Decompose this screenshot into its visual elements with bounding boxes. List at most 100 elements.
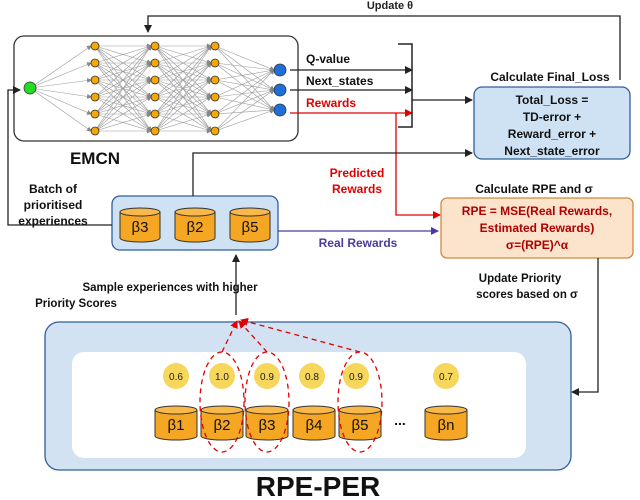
emcn-title: EMCN (70, 149, 120, 168)
nn-hidden-node (150, 75, 160, 85)
cylinder-top (338, 405, 382, 415)
priority-score-6: 0.7 (433, 363, 459, 389)
nn-connection (29, 62, 92, 89)
cylinder-label: β3 (132, 219, 149, 236)
update-priority-line2: scores based on σ (476, 289, 578, 301)
cylinder-label: β2 (187, 219, 204, 236)
cylinder-top (174, 207, 216, 217)
nn-connection (94, 45, 152, 115)
nn-output-node (273, 63, 287, 77)
buffer-cylinder-4: β4 (292, 405, 336, 441)
cylinder-top (245, 405, 289, 415)
nn-connection (29, 45, 92, 89)
nn-hidden-node (210, 58, 220, 68)
sample-flow: Sample experiences with higher Priority … (35, 254, 258, 315)
nn-hidden-node (90, 126, 100, 136)
nn-connection (154, 112, 212, 132)
nn-connection (214, 108, 275, 132)
batch-buffer-1: β3 (119, 207, 161, 243)
priority-value: 0.9 (349, 372, 363, 383)
nn-connection (214, 69, 275, 98)
nn-connection (154, 79, 212, 132)
batch-line2: prioritised (24, 198, 83, 212)
nn-connection (154, 96, 212, 132)
final-loss-line4: Next_state_error (504, 144, 600, 158)
cylinder-label: β5 (242, 219, 259, 236)
nn-connection (214, 45, 275, 91)
priority-coin (254, 363, 280, 389)
nn-connection (214, 45, 275, 71)
cylinder-body (245, 409, 289, 441)
update-theta-loop: Update θ (144, 0, 621, 80)
update-priority-flow: Update Priority scores based on σ (476, 258, 599, 396)
final-loss-line3: Reward_error + (508, 127, 596, 141)
batch-buffer-2: β2 (174, 207, 216, 243)
nn-hidden-node (90, 41, 100, 51)
rpe-per-title: RPE-PER (256, 471, 380, 500)
cylinder-label: βn (438, 417, 455, 434)
nn-connection (29, 78, 92, 89)
nn-hidden-node (90, 92, 100, 102)
buffer-cylinder-6: βn (424, 405, 468, 441)
priority-score-5: 0.9 (343, 363, 369, 389)
cylinder-top (292, 405, 336, 415)
batch-line3: experiences (18, 214, 88, 228)
cylinder-top (154, 405, 198, 415)
predicted-rewards-line2: Rewards (332, 182, 382, 196)
cylinder-body (338, 409, 382, 441)
cylinder-label: β3 (259, 417, 276, 434)
nn-connection (214, 89, 275, 115)
rpe-per-inner-box (72, 352, 526, 458)
nn-connection (214, 89, 275, 132)
nn-connection (214, 68, 275, 81)
emcn-box (13, 35, 299, 142)
rpe-line3: σ=(RPE)^α (506, 238, 569, 252)
nn-connection (214, 79, 275, 111)
priority-score-2: 1.0 (209, 363, 235, 389)
predicted-rewards-line1: Predicted (330, 166, 385, 180)
predicted-rewards-flow: Predicted Rewards (330, 113, 441, 219)
real-rewards-label: Real Rewards (319, 236, 398, 250)
nn-output-node (273, 83, 287, 97)
nn-connection (214, 87, 275, 98)
priority-score-4: 0.8 (299, 363, 325, 389)
cylinder-top (229, 207, 271, 217)
cylinder-label: β2 (214, 417, 231, 434)
nn-connection (29, 87, 92, 99)
final-loss-heading: Calculate Final_Loss (490, 70, 610, 84)
nn-edges (29, 43, 275, 134)
priority-coin (433, 363, 459, 389)
nn-hidden-node (90, 75, 100, 85)
nn-input-node (23, 81, 37, 95)
batch-to-emcn-arrow (7, 86, 112, 226)
cylinder-label: β4 (306, 417, 323, 434)
final-loss-block: Calculate Final_Loss Total_Loss = TD-err… (473, 70, 631, 160)
nn-connection (154, 44, 212, 64)
nn-connection (214, 62, 275, 73)
cylinder-label: β1 (168, 417, 185, 434)
nn-connection (94, 112, 152, 132)
nn-connection (154, 62, 212, 132)
nn-connection (214, 96, 275, 112)
priority-coin (299, 363, 325, 389)
update-priority-line1: Update Priority (479, 273, 562, 285)
nn-hidden-node (210, 41, 220, 51)
cylinder-body (229, 211, 271, 243)
priority-coin (163, 363, 189, 389)
batch-line1: Batch of (29, 182, 78, 196)
nn-hidden-node (90, 109, 100, 119)
nn-nodes (23, 41, 287, 136)
nn-hidden-node (150, 41, 160, 51)
final-loss-box (473, 86, 631, 160)
rpe-line1: RPE = MSE(Real Rewards, (462, 204, 612, 218)
nn-connection (214, 69, 275, 115)
nn-connection (214, 79, 275, 92)
nn-connection (214, 62, 275, 111)
sample-line-b2 (221, 320, 238, 353)
nn-connection (214, 107, 275, 115)
nn-hidden-node (150, 92, 160, 102)
priority-coin (343, 363, 369, 389)
